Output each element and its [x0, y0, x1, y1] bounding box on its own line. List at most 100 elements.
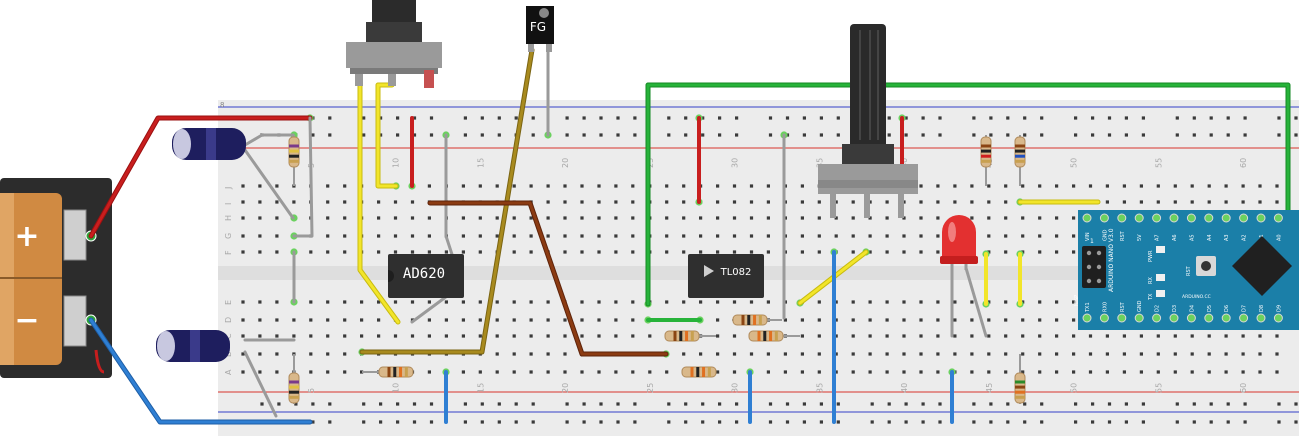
breadboard-hole	[563, 250, 567, 254]
breadboard-hole	[377, 250, 381, 254]
breadboard-hole	[412, 420, 417, 424]
breadboard-hole	[868, 216, 872, 220]
breadboard-hole	[970, 216, 974, 220]
column-numbers: 5510101515202025253030353540404545505055…	[307, 158, 1248, 393]
breadboard-hole	[766, 184, 770, 188]
resistor	[681, 366, 717, 378]
breadboard-hole	[701, 420, 705, 424]
breadboard-hole	[1192, 420, 1196, 424]
pwr-led	[1156, 246, 1165, 253]
breadboard-hole	[1074, 402, 1078, 406]
breadboard-hole	[1021, 334, 1025, 338]
breadboard-hole	[478, 334, 482, 338]
breadboard-hole	[461, 184, 465, 188]
breadboard-hole	[768, 133, 773, 137]
column-number: 50	[1070, 383, 1079, 393]
nano-pin	[1204, 313, 1214, 323]
breadboard-hole	[1277, 133, 1281, 137]
breadboard-hole	[885, 334, 889, 338]
breadboard-hole	[1173, 184, 1177, 188]
nano-pin	[1239, 213, 1249, 223]
breadboard-hole	[868, 234, 872, 238]
breadboard-hole	[885, 352, 889, 356]
breadboard-hole	[735, 402, 739, 406]
breadboard-hole	[343, 370, 347, 374]
breadboard-hole	[1192, 133, 1196, 137]
breadboard-hole	[953, 318, 957, 322]
breadboard-hole	[326, 318, 330, 322]
nano-pin-label-bottom: D8	[1259, 305, 1265, 312]
breadboard-hole	[716, 184, 720, 188]
breadboard-hole	[1122, 352, 1126, 356]
column-number: 10	[392, 383, 401, 393]
breadboard-hole	[919, 370, 923, 374]
breadboard-hole	[529, 334, 533, 338]
breadboard-hole	[599, 116, 603, 120]
breadboard-hole	[463, 116, 467, 120]
breadboard-hole	[1190, 352, 1194, 356]
breadboard-hole	[851, 352, 855, 356]
breadboard-hole	[512, 352, 516, 356]
breadboard-hole	[631, 300, 635, 304]
breadboard-hole	[800, 318, 804, 322]
breadboard-hole	[972, 116, 976, 120]
breadboard-hole	[836, 133, 840, 137]
pin1-label: 1	[1090, 238, 1094, 245]
breadboard-hole	[461, 318, 465, 322]
breadboard-hole	[1055, 318, 1059, 322]
breadboard-hole	[463, 420, 467, 424]
breadboard-hole	[699, 216, 703, 220]
breadboard-hole	[463, 133, 467, 137]
row-letter: H	[224, 215, 233, 221]
breadboard-hole	[412, 402, 417, 406]
breadboard-hole	[427, 370, 431, 374]
breadboard-hole	[970, 352, 974, 356]
breadboard-hole	[1023, 116, 1027, 120]
breadboard-hole	[1243, 420, 1247, 424]
breadboard-hole	[1004, 200, 1008, 204]
breadboard-hole	[1141, 116, 1145, 120]
breadboard-hole	[241, 250, 245, 254]
breadboard-hole	[1122, 334, 1126, 338]
breadboard-hole	[817, 334, 821, 338]
breadboard-hole	[938, 133, 942, 137]
breadboard-hole	[817, 250, 821, 254]
breadboard-hole	[275, 216, 279, 220]
breadboard-hole	[834, 318, 838, 322]
breadboard-hole	[1107, 133, 1112, 137]
breadboard-hole	[480, 116, 484, 120]
breadboard-hole	[1275, 334, 1279, 338]
breadboard-hole	[393, 200, 398, 204]
breadboard-hole	[1139, 370, 1143, 374]
nano-model-label: ARDUINO NANO V3.0	[1108, 228, 1115, 292]
breadboard-hole	[563, 216, 567, 220]
breadboard-hole	[377, 334, 381, 338]
breadboard-hole	[275, 184, 279, 188]
breadboard-hole	[546, 300, 550, 304]
breadboard-hole	[766, 300, 770, 304]
breadboard-hole	[444, 334, 448, 338]
potentiometer-middle	[818, 24, 918, 218]
breadboard-hole	[328, 402, 332, 406]
breadboard-hole	[701, 402, 705, 406]
capacitor-top	[172, 128, 246, 160]
breadboard-hole	[1004, 216, 1008, 220]
breadboard-hole	[648, 334, 652, 338]
breadboard-hole	[716, 334, 720, 338]
breadboard-hole	[633, 402, 637, 406]
nano-pin-label-top: A5	[1189, 234, 1195, 241]
breadboard-hole	[582, 420, 586, 424]
breadboard-hole	[1275, 352, 1279, 356]
breadboard-hole	[580, 234, 584, 238]
breadboard-hole	[326, 352, 330, 356]
breadboard-hole	[749, 300, 754, 304]
nano-pin-label-bottom: D6	[1224, 305, 1230, 312]
breadboard-hole	[921, 116, 925, 120]
breadboard-hole	[343, 184, 347, 188]
breadboard-hole	[1173, 352, 1177, 356]
breadboard-hole	[989, 420, 993, 424]
breadboard-hole	[919, 200, 923, 204]
breadboard-hole	[732, 216, 737, 220]
breadboard-hole	[851, 216, 855, 220]
breadboard-hole	[1156, 352, 1160, 356]
